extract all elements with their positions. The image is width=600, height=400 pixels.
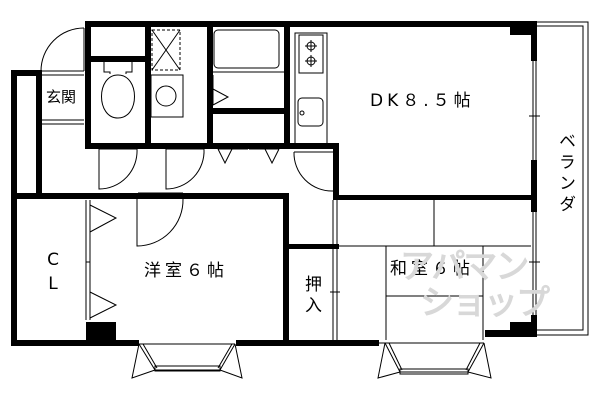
room-label-oshiire: 押入 [301, 275, 321, 317]
watermark-line1: アパマン [400, 247, 529, 287]
room-label-closet: CL [43, 250, 63, 298]
thin-lines [40, 21, 589, 379]
room-label-japanese-room: 和室６帖 [390, 259, 474, 279]
room-label-dining-kitchen: DK８.５帖 [370, 91, 475, 111]
watermark-line2: ショップ [420, 282, 550, 323]
room-label-western-room: 洋室６帖 [144, 261, 228, 281]
watermark-logo: アパマン ショップ [400, 247, 550, 323]
walls [11, 21, 537, 346]
room-label-balcony: ベランダ [555, 132, 575, 216]
room-label-entrance: 玄関 [46, 88, 77, 106]
